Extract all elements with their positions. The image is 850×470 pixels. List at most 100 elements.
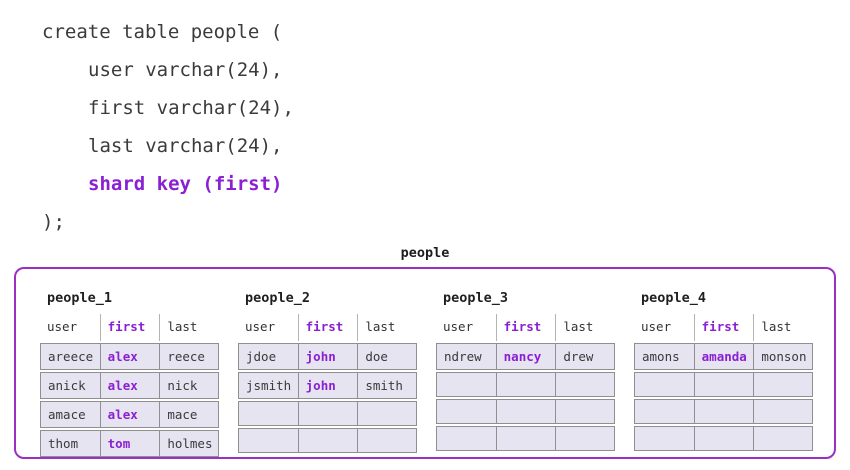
cell-user [436,372,496,397]
code-line: create table people ( [42,21,283,43]
cell-last: holmes [159,430,219,457]
header-row: user first last [40,314,219,341]
cell-first: alex [99,372,160,399]
cell-first: amanda [693,343,754,370]
shard-data-table: user first last areece alex reece anick … [40,312,219,459]
cluster-label: people [400,245,450,261]
shard-table-title: people_3 [443,290,509,306]
column-header-user: user [443,319,474,334]
cell-user [634,372,694,397]
table-row: anick alex nick [40,372,219,399]
table-row [436,399,615,424]
header-row: user first last [436,314,615,341]
cell-last [753,372,813,397]
cell-user [238,401,298,426]
code-line: ); [42,211,65,233]
column-header-last: last [753,314,813,341]
table-row [436,426,615,451]
cell-last: drew [555,343,615,370]
cell-user: areece [40,343,100,370]
cell-first [693,426,754,451]
column-header-first: first [693,314,754,341]
cell-user [436,426,496,451]
header-row: user first last [634,314,813,341]
column-header-first: first [99,314,160,341]
cell-first [495,426,556,451]
code-line-shard-key: shard key (first) [88,173,283,195]
cell-last [753,426,813,451]
shard-table-people-4: people_4 user first last amons amanda mo… [634,290,813,457]
code-line: last varchar(24), [88,135,283,157]
cell-first [297,401,358,426]
shard-table-title: people_2 [245,290,311,306]
cell-user: jdoe [238,343,298,370]
cell-last [555,426,615,451]
cell-last: reece [159,343,219,370]
table-row [436,372,615,397]
cell-user: amace [40,401,100,428]
column-header-last: last [357,314,417,341]
shard-cluster-box: people_1 user first last areece alex ree… [14,267,836,459]
table-row [634,372,813,397]
table-row: amace alex mace [40,401,219,428]
cell-first: tom [99,430,160,457]
cell-user [238,428,298,453]
table-row [634,426,813,451]
column-header-last: last [159,314,219,341]
cell-last [357,428,417,453]
table-row: jsmith john smith [238,372,417,399]
cell-first: alex [99,401,160,428]
table-row: thom tom holmes [40,430,219,457]
table-row: ndrew nancy drew [436,343,615,370]
cell-last: mace [159,401,219,428]
cell-last: monson [753,343,813,370]
code-line: first varchar(24), [88,97,294,119]
table-row: jdoe john doe [238,343,417,370]
shard-data-table: user first last ndrew nancy drew [436,312,615,453]
cell-last: doe [357,343,417,370]
cell-user [436,399,496,424]
table-row [238,428,417,453]
column-header-last: last [555,314,615,341]
shard-table-people-2: people_2 user first last jdoe john doe j… [238,290,417,457]
cell-user: amons [634,343,694,370]
column-header-user: user [47,319,78,334]
table-row [238,401,417,426]
cell-last [555,399,615,424]
cell-first [693,372,754,397]
cell-last [357,401,417,426]
cell-first: john [297,343,358,370]
column-header-user: user [245,319,276,334]
cell-first [297,428,358,453]
cell-user: anick [40,372,100,399]
cell-last [555,372,615,397]
cell-first [495,372,556,397]
cell-last [753,399,813,424]
shard-table-people-1: people_1 user first last areece alex ree… [40,290,219,457]
shard-table-title: people_4 [641,290,707,306]
cell-first: alex [99,343,160,370]
table-row: areece alex reece [40,343,219,370]
create-table-code-block: create table people ( user varchar(24), … [42,13,294,241]
shard-data-table: user first last amons amanda monson [634,312,813,453]
code-line: user varchar(24), [88,59,283,81]
cell-last: smith [357,372,417,399]
table-row: amons amanda monson [634,343,813,370]
shard-table-title: people_1 [47,290,113,306]
cell-last: nick [159,372,219,399]
cell-user: jsmith [238,372,298,399]
cell-user: ndrew [436,343,496,370]
table-row [634,399,813,424]
cell-user [634,399,694,424]
header-row: user first last [238,314,417,341]
column-header-first: first [297,314,358,341]
cell-first [495,399,556,424]
cell-user: thom [40,430,100,457]
cell-first: nancy [495,343,556,370]
shard-table-people-3: people_3 user first last ndrew nancy dre… [436,290,615,457]
cell-first: john [297,372,358,399]
column-header-first: first [495,314,556,341]
shard-data-table: user first last jdoe john doe jsmith joh… [238,312,417,455]
cell-first [693,399,754,424]
cell-user [634,426,694,451]
